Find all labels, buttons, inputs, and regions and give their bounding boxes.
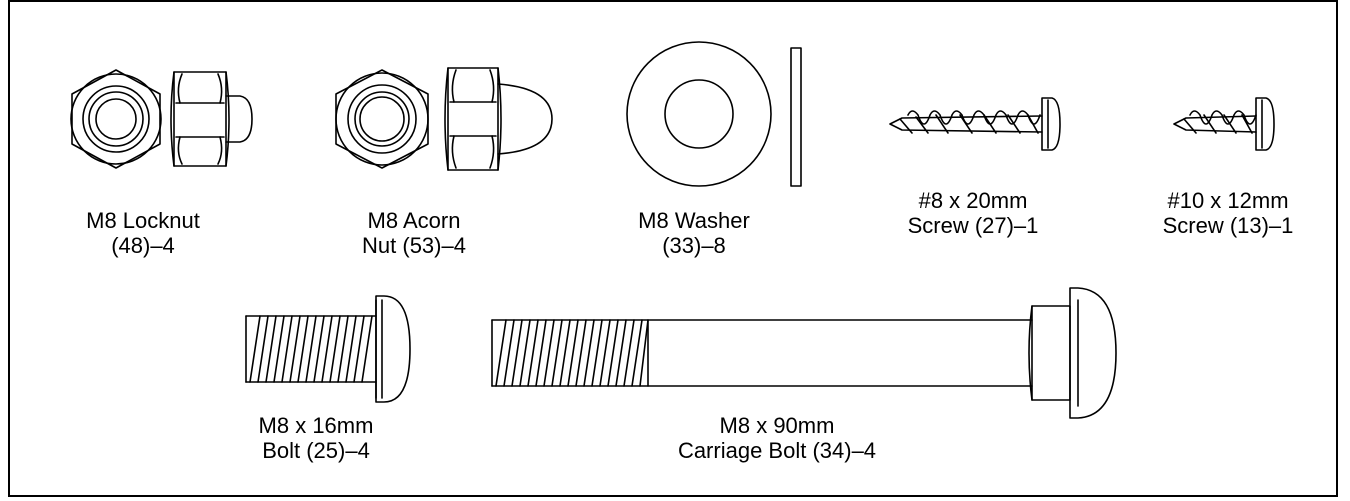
part-label-acorn-nut: M8 Acorn Nut (53)–4 [294, 208, 534, 258]
washer-front-view [627, 42, 771, 186]
part-label-washer: M8 Washer (33)–8 [574, 208, 814, 258]
washer-side-view [791, 48, 801, 186]
part-name: M8 Acorn [367, 208, 461, 233]
locknut-front-view [71, 70, 161, 168]
part-qty: Screw (13)–1 [1162, 213, 1294, 238]
part-name: #10 x 12mm [1167, 188, 1289, 213]
hardware-identification-chart [8, 0, 1338, 497]
locknut-side-view [171, 72, 252, 166]
part-label-carriage-bolt-90mm: M8 x 90mm Carriage Bolt (34)–4 [642, 413, 912, 463]
screw-12mm-drawing [1174, 98, 1274, 150]
carriage-bolt-90mm-drawing [492, 288, 1116, 418]
part-label-bolt-16mm: M8 x 16mm Bolt (25)–4 [196, 413, 436, 463]
part-qty: (48)–4 [111, 233, 175, 258]
acorn-nut-front-view [336, 70, 428, 168]
screw-20mm-drawing [890, 98, 1060, 150]
part-name: M8 Washer [638, 208, 750, 233]
part-qty: Carriage Bolt (34)–4 [677, 438, 877, 463]
part-qty: (33)–8 [662, 233, 726, 258]
part-qty: Nut (53)–4 [362, 233, 466, 258]
part-name: #8 x 20mm [918, 188, 1028, 213]
part-name: M8 Locknut [86, 208, 200, 233]
part-qty: Bolt (25)–4 [262, 438, 370, 463]
bolt-16mm-drawing [246, 296, 410, 402]
acorn-nut-side-view [445, 68, 552, 170]
part-label-screw-20mm: #8 x 20mm Screw (27)–1 [853, 188, 1093, 238]
part-qty: Screw (27)–1 [907, 213, 1039, 238]
part-label-screw-12mm: #10 x 12mm Screw (13)–1 [1108, 188, 1348, 238]
part-name: M8 x 16mm [258, 413, 374, 438]
part-label-locknut: M8 Locknut (48)–4 [23, 208, 263, 258]
part-name: M8 x 90mm [719, 413, 835, 438]
